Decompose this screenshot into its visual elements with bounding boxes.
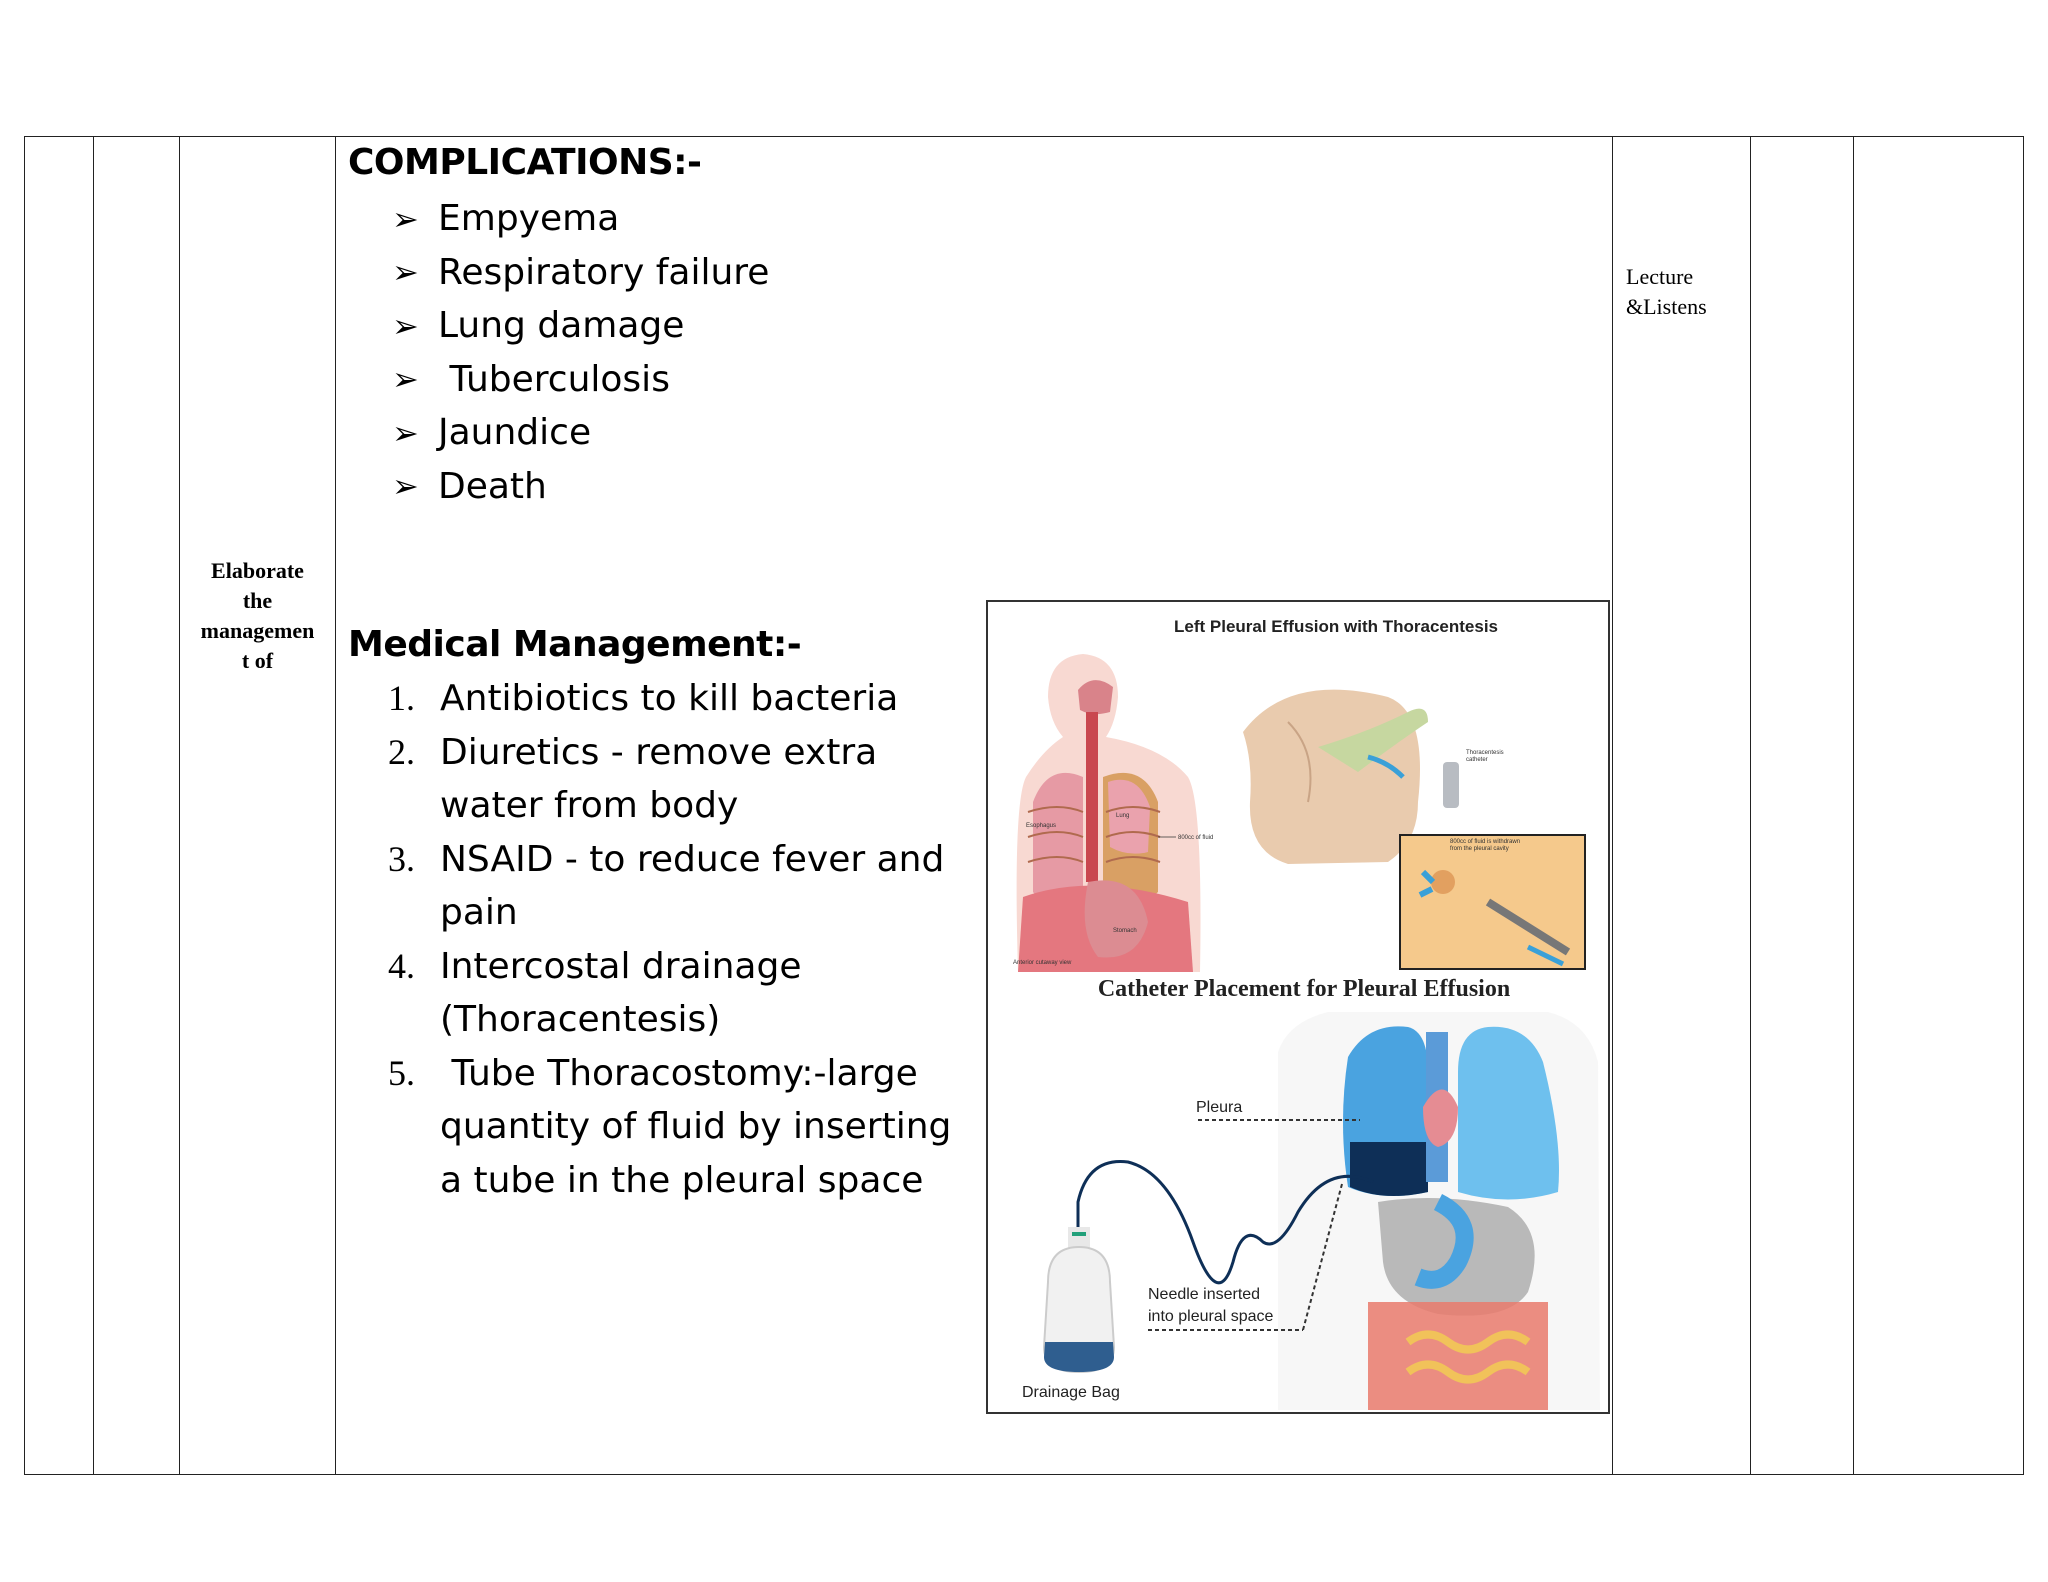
arrow-bullet-icon: ➢ bbox=[392, 467, 419, 506]
arrow-bullet-icon: ➢ bbox=[392, 360, 419, 399]
list-item: ➢ Death bbox=[392, 460, 769, 514]
complication-text: Jaundice bbox=[438, 412, 592, 454]
list-item: ➢ Respiratory failure bbox=[392, 246, 769, 300]
column-divider bbox=[335, 136, 336, 1475]
item-text: Antibiotics to kill bacteria bbox=[440, 678, 899, 719]
figure-illustration: Left Pleural Effusion with Thoracentesis… bbox=[1013, 617, 1600, 1410]
label-view: Anterior cutaway view bbox=[1013, 960, 1072, 966]
arrow-bullet-icon: ➢ bbox=[392, 199, 419, 238]
column-divider bbox=[93, 136, 94, 1475]
objective-line: managemen bbox=[200, 618, 315, 643]
method-line: &Listens bbox=[1626, 294, 1707, 319]
list-item: 5. Tube Thoracostomy:-large quantity of … bbox=[388, 1047, 968, 1208]
column-divider bbox=[1853, 136, 1854, 1475]
teaching-method-cell: Lecture &Listens bbox=[1626, 262, 1707, 322]
item-number: 4. bbox=[388, 945, 415, 986]
drainage-diagram: Pleura Needle inserted into pleural spac… bbox=[1022, 1012, 1600, 1410]
item-number: 2. bbox=[388, 731, 415, 772]
item-text: (Thoracentesis) bbox=[440, 999, 721, 1040]
list-item: ➢ Lung damage bbox=[392, 299, 769, 353]
item-text: pain bbox=[440, 892, 518, 933]
list-item: 1. Antibiotics to kill bacteria bbox=[388, 672, 968, 726]
item-text: a tube in the pleural space bbox=[440, 1159, 924, 1201]
item-number: 1. bbox=[388, 678, 415, 718]
complications-list: ➢ Empyema ➢ Respiratory failure ➢ Lung dama… bbox=[392, 192, 769, 513]
column-divider bbox=[1750, 136, 1751, 1475]
label-needle-line2: into pleural space bbox=[1148, 1308, 1274, 1325]
objective-line: Elaborate bbox=[211, 558, 304, 583]
item-text: NSAID - to reduce fever and bbox=[440, 838, 945, 880]
list-item: 2. Diuretics - remove extra water from b… bbox=[388, 726, 968, 833]
label-needle-line1: Needle inserted bbox=[1148, 1286, 1260, 1303]
list-item: 3. NSAID - to reduce fever and pain bbox=[388, 833, 968, 940]
complication-text: Lung damage bbox=[438, 305, 685, 347]
complication-text: Death bbox=[438, 465, 547, 507]
torso-cutaway-illustration: Esophagus Lung 800cc of fluid Stomach An… bbox=[1013, 654, 1213, 972]
item-text: Diuretics - remove extra bbox=[440, 731, 878, 773]
complication-text: Tuberculosis bbox=[438, 358, 670, 400]
medical-management-heading: Medical Management:- bbox=[348, 624, 802, 665]
label-lung: Lung bbox=[1116, 813, 1129, 819]
item-number: 3. bbox=[388, 838, 415, 879]
list-item: ➢ Empyema bbox=[392, 192, 769, 246]
complication-text: Empyema bbox=[438, 198, 620, 240]
item-text: quantity of fluid by inserting bbox=[440, 1106, 952, 1147]
label-pleura: Pleura bbox=[1196, 1099, 1242, 1116]
arrow-bullet-icon: ➢ bbox=[392, 306, 419, 345]
list-item: ➢ Jaundice bbox=[392, 406, 769, 460]
label-esophagus: Esophagus bbox=[1026, 823, 1056, 829]
figure-bottom-title: Catheter Placement for Pleural Effusion bbox=[1098, 976, 1510, 1002]
objective-line: the bbox=[242, 588, 273, 613]
label-stomach: Stomach bbox=[1113, 928, 1137, 934]
item-number: 5. bbox=[388, 1052, 415, 1093]
table-frame bbox=[24, 136, 2024, 1475]
list-item: 4. Intercostal drainage (Thoracentesis) bbox=[388, 940, 968, 1047]
column-divider bbox=[1612, 136, 1613, 1475]
figure-top-title: Left Pleural Effusion with Thoracentesis bbox=[1174, 617, 1498, 636]
specific-objective-cell: Elaborate the managemen t of bbox=[180, 556, 335, 676]
arrow-bullet-icon: ➢ bbox=[392, 413, 419, 452]
label-drainage-bag: Drainage Bag bbox=[1022, 1384, 1120, 1401]
item-text: Intercostal drainage bbox=[440, 945, 802, 987]
arrow-bullet-icon: ➢ bbox=[392, 253, 419, 292]
label-fluid: 800cc of fluid bbox=[1178, 835, 1213, 841]
drainage-bag-icon bbox=[1042, 1227, 1116, 1374]
complication-text: Respiratory failure bbox=[438, 251, 770, 293]
list-item: ➢ Tuberculosis bbox=[392, 353, 769, 407]
method-line: Lecture bbox=[1626, 264, 1694, 289]
medical-management-list: 1. Antibiotics to kill bacteria 2. Diure… bbox=[388, 672, 968, 1207]
objective-line: t of bbox=[241, 648, 274, 673]
column-divider bbox=[179, 136, 180, 1475]
item-text: Tube Thoracostomy:-large bbox=[440, 1052, 918, 1094]
pleural-effusion-figure: Left Pleural Effusion with Thoracentesis… bbox=[986, 600, 1610, 1414]
complications-heading: COMPLICATIONS:- bbox=[348, 142, 702, 183]
item-text: water from body bbox=[440, 785, 739, 826]
